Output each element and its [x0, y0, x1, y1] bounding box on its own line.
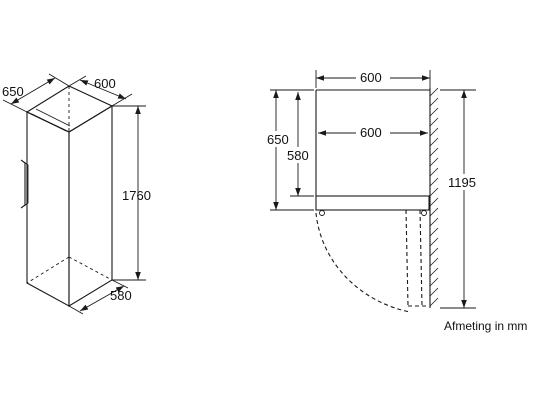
door-closed	[315, 195, 430, 211]
door-open	[405, 209, 428, 307]
bottom-depth-label-left: 580	[110, 288, 132, 303]
fridge-top-view	[315, 87, 439, 313]
fridge-front-face	[26, 111, 70, 307]
width-label-left: 600	[94, 76, 116, 91]
units-caption: Afmeting in mm	[444, 319, 527, 333]
width-top-label: 600	[360, 70, 382, 85]
fridge-door-trim	[31, 113, 67, 132]
height-label-left: 1760	[122, 188, 151, 203]
dimension-width-left: 600	[68, 75, 133, 107]
fridge-side-face	[68, 105, 113, 307]
dimension-depth-left: 650	[2, 73, 70, 113]
fridge-handle	[20, 159, 26, 209]
fridge-hidden-edge	[68, 256, 113, 281]
dimension-depth-inner: 580	[287, 92, 314, 197]
door-swing-label: 1195	[448, 175, 476, 190]
dimension-depth-outer: 650	[266, 89, 314, 211]
fridge-hidden-edge	[26, 256, 70, 284]
dimension-door-swing: 1195	[440, 89, 480, 309]
width-inner-label: 600	[360, 125, 382, 140]
dimension-bottom-depth-left: 580	[68, 279, 132, 315]
fridge-top-face	[25, 85, 114, 133]
depth-outer-label: 650	[267, 132, 289, 147]
dimension-height-left: 1760	[112, 105, 151, 281]
fridge-isometric	[20, 85, 114, 307]
dimension-width-inner: 600	[318, 124, 428, 140]
hinge-right	[421, 210, 427, 216]
dimension-width-top: 600	[315, 69, 431, 88]
hinge-left	[319, 210, 325, 216]
wall-hatching	[429, 87, 439, 307]
fridge-handle	[23, 161, 29, 207]
depth-label-left: 650	[2, 84, 24, 99]
fridge-door-trim	[35, 108, 71, 127]
door-swing-arc	[315, 212, 411, 313]
depth-inner-label: 580	[287, 148, 309, 163]
